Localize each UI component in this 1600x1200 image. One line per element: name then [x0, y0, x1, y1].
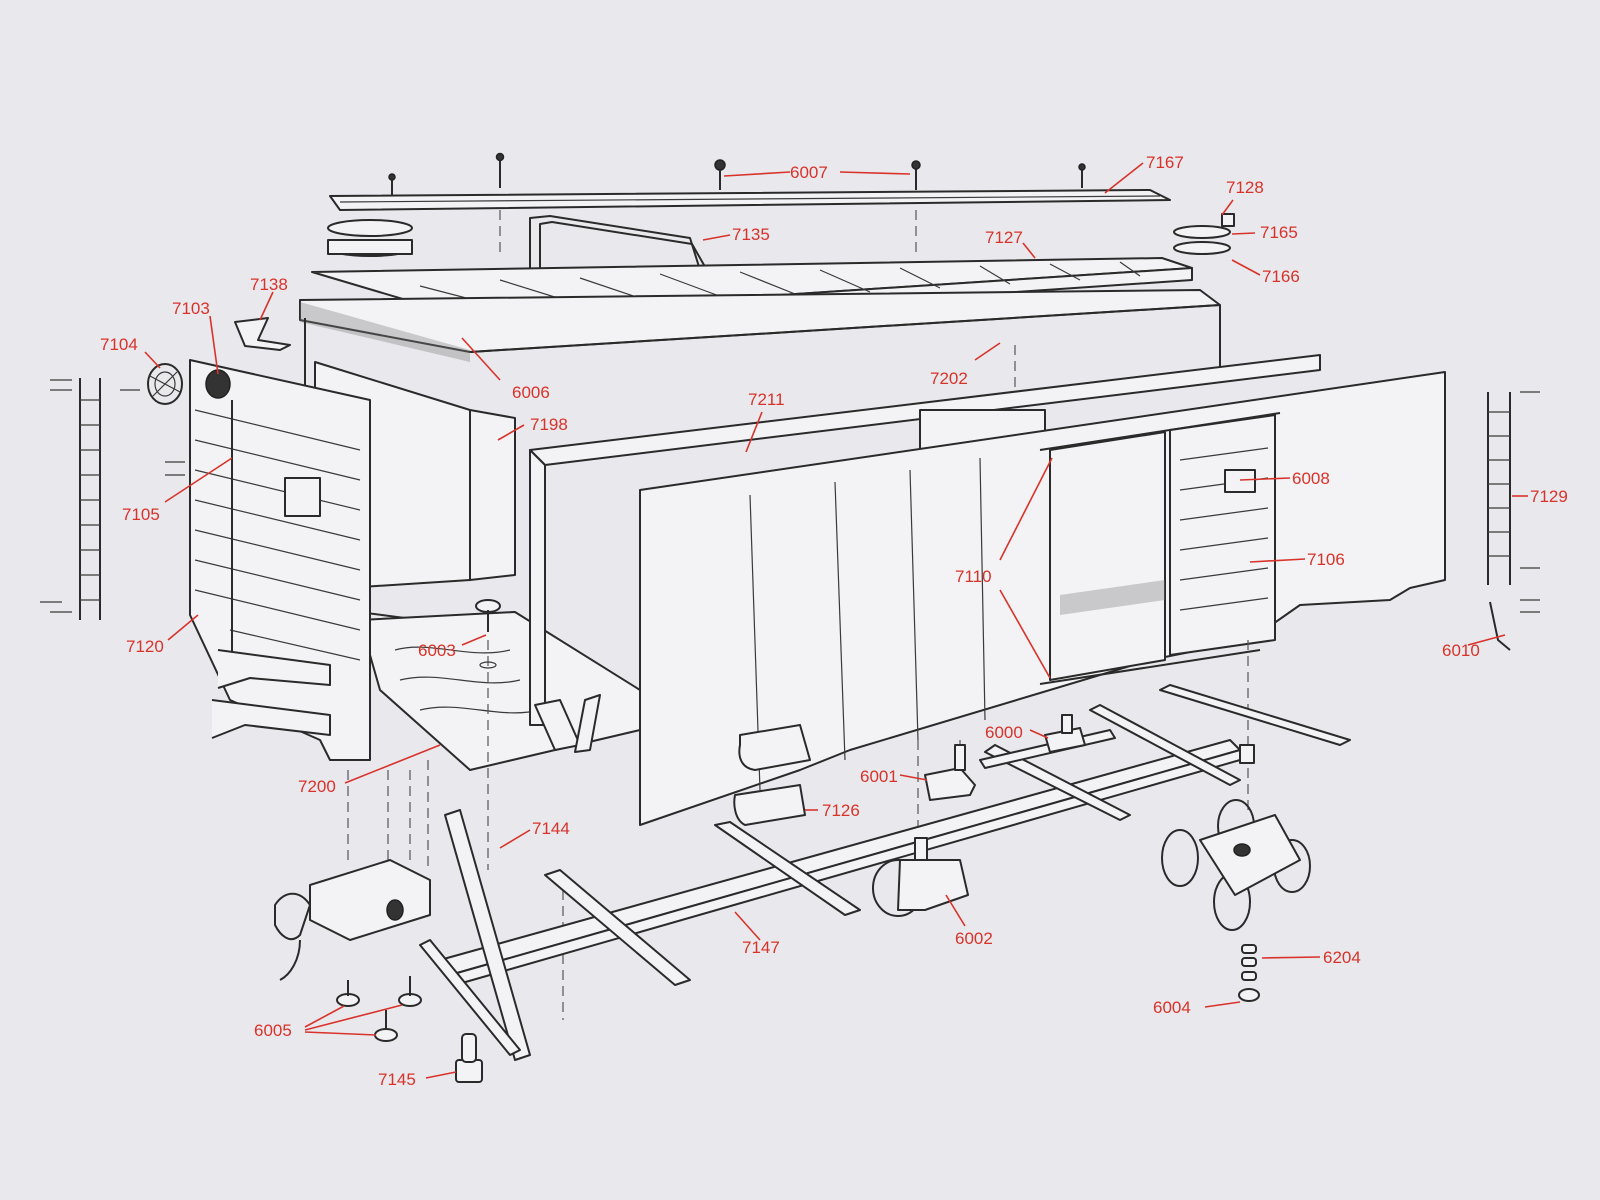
coupler-box	[274, 859, 431, 981]
roof-end-right	[1173, 213, 1235, 255]
side-wall-front	[639, 371, 1446, 826]
boxcar-line-art	[40, 152, 1540, 1083]
callout-6001: 6001	[860, 767, 898, 786]
callout-7138: 7138	[250, 275, 288, 294]
top-screws	[388, 152, 1086, 255]
weight-block	[455, 1033, 483, 1083]
roof-end-left	[327, 219, 413, 257]
ladder-left	[40, 378, 185, 620]
ladder-right	[1487, 391, 1540, 651]
callout-7103: 7103	[172, 299, 210, 318]
coupler-6001	[924, 744, 976, 801]
callout-6002: 6002	[955, 929, 993, 948]
callout-7110: 7110	[955, 567, 992, 586]
callout-6003: 6003	[418, 641, 456, 660]
callout-7166: 7166	[1262, 267, 1300, 286]
callout-6204: 6204	[1323, 948, 1361, 967]
callout-7211: 7211	[748, 390, 785, 409]
callout-7198: 7198	[530, 415, 568, 434]
callout-7105: 7105	[122, 505, 160, 524]
motor-part	[872, 837, 969, 917]
underframe	[419, 684, 1351, 1061]
callout-6010: 6010	[1442, 641, 1480, 660]
end-wall-left	[189, 359, 371, 761]
callout-7128: 7128	[1226, 178, 1264, 197]
callout-7202: 7202	[930, 369, 968, 388]
callout-7165: 7165	[1260, 223, 1298, 242]
callout-6006: 6006	[512, 383, 550, 402]
callout-7147: 7147	[742, 938, 780, 957]
callout-6007: 6007	[790, 163, 828, 182]
callout-6005: 6005	[254, 1021, 292, 1040]
callout-7126: 7126	[822, 801, 860, 820]
callout-7104: 7104	[100, 335, 138, 354]
roof-walkway	[329, 189, 1171, 211]
truck-assembly	[1161, 799, 1311, 1002]
callout-7145: 7145	[378, 1070, 416, 1089]
callout-7200: 7200	[298, 777, 336, 796]
callout-7120: 7120	[126, 637, 164, 656]
roof-handle	[529, 215, 709, 273]
coupler-6000	[1044, 714, 1255, 764]
callout-7144: 7144	[532, 819, 570, 838]
callout-7106: 7106	[1307, 550, 1345, 569]
callout-labels: 7167 6007 7128 7165 7166 7135 7127 7138 …	[100, 153, 1568, 1089]
coupler-screws	[336, 976, 422, 1042]
callout-7127: 7127	[985, 228, 1023, 247]
callout-7167: 7167	[1146, 153, 1184, 172]
callout-6000: 6000	[985, 723, 1023, 742]
inner-roof	[299, 289, 1221, 362]
callout-7129: 7129	[1530, 487, 1568, 506]
leader-lines	[144, 162, 1528, 1079]
callout-6004: 6004	[1153, 998, 1191, 1017]
callout-6008: 6008	[1292, 469, 1330, 488]
small-parts	[234, 317, 811, 826]
callout-7135: 7135	[732, 225, 770, 244]
